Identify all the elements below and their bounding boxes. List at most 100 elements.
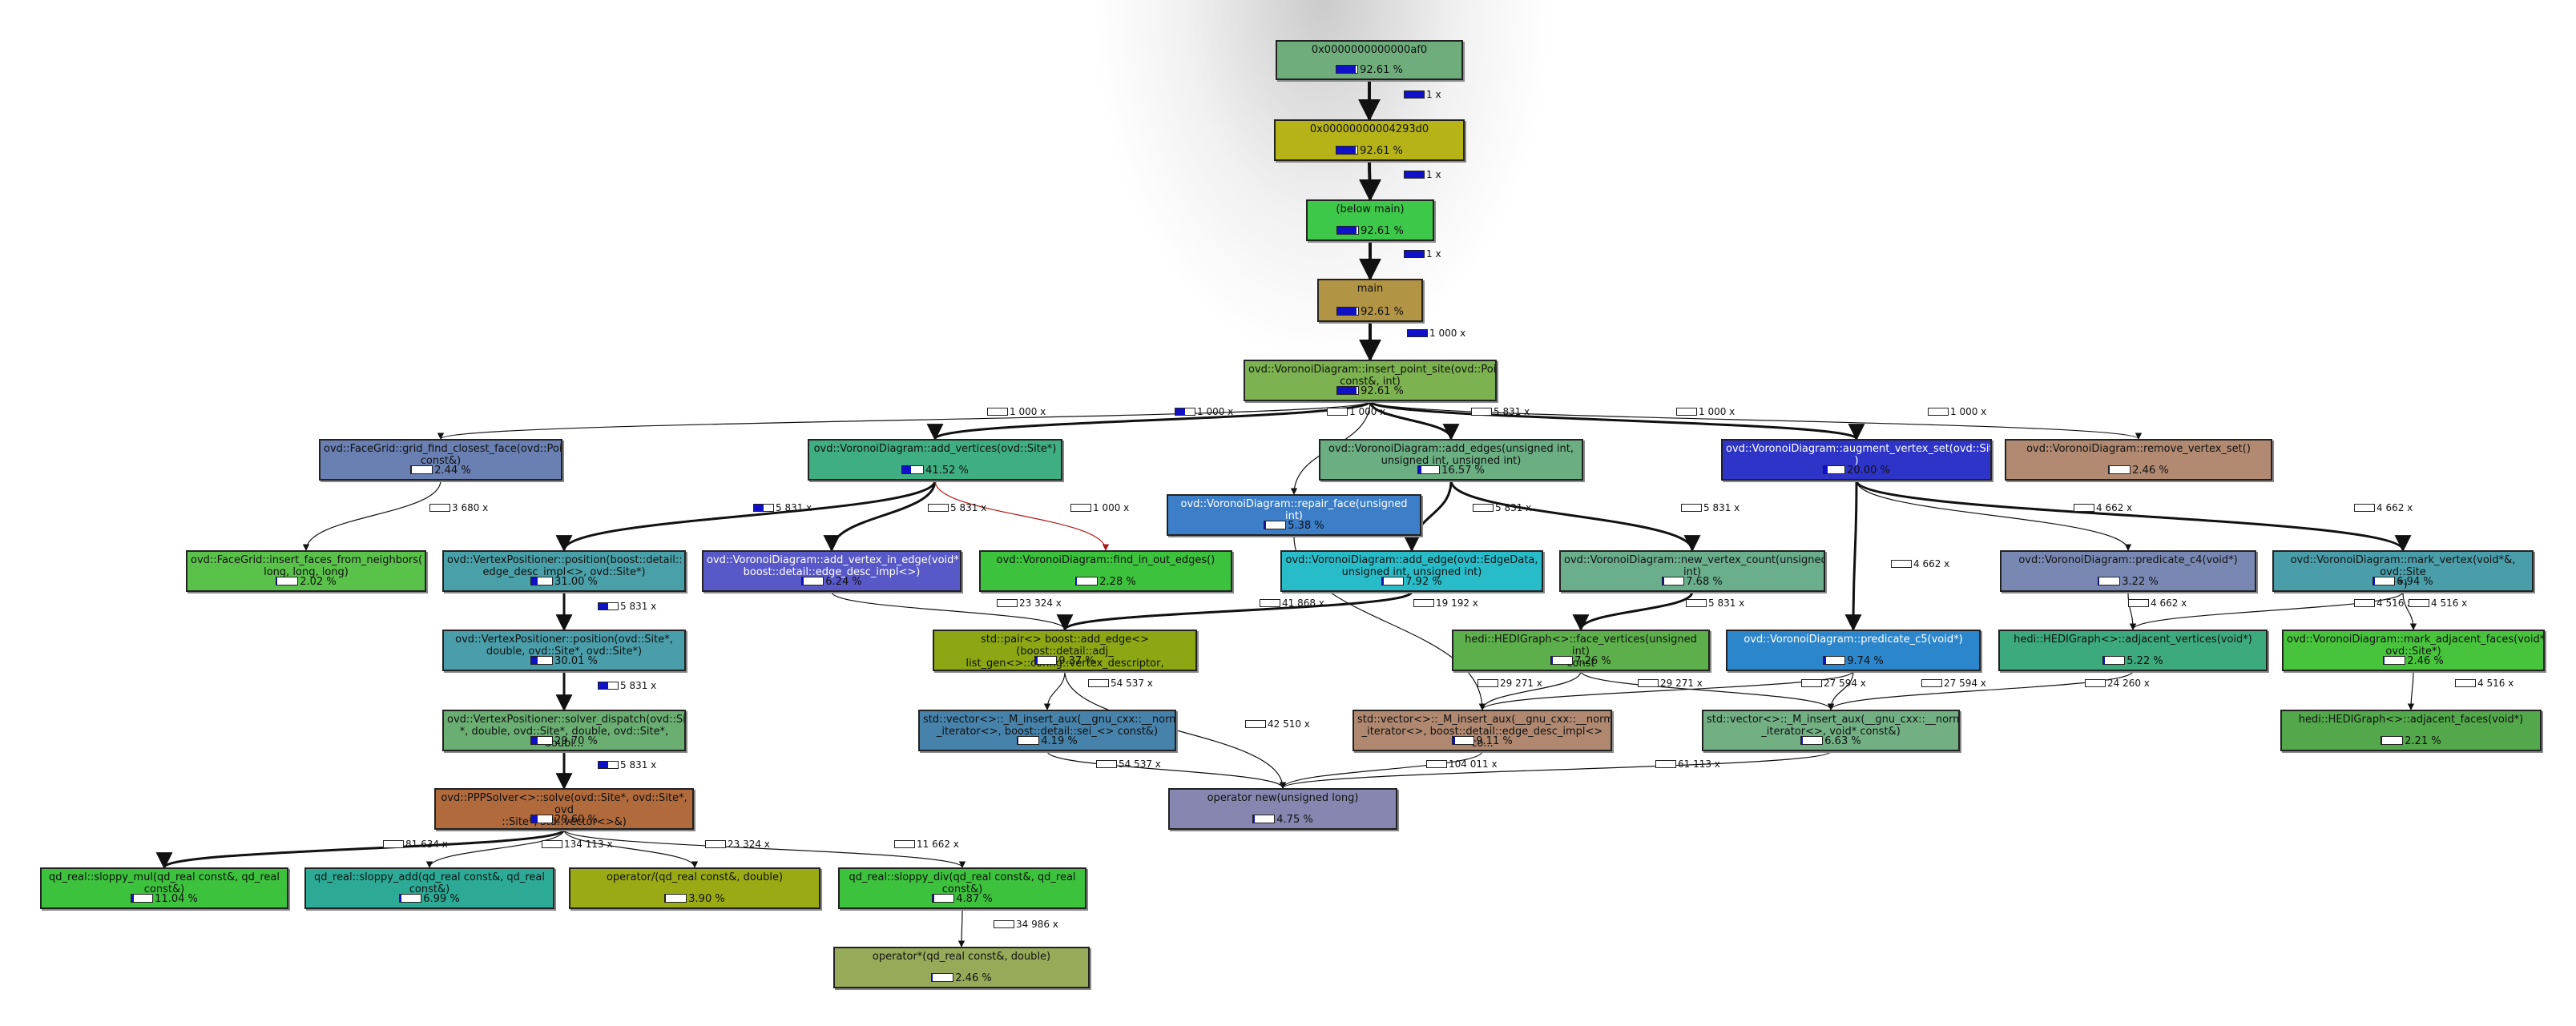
edge-count-text: 134 113 x	[564, 839, 613, 850]
edge-count-text: 4 662 x	[2376, 502, 2413, 513]
call-edge	[1043, 670, 1066, 710]
node-operator-new[interactable]: operator new(unsigned long)4.75 %	[1168, 788, 1397, 830]
node-sloppy-div[interactable]: qd_real::sloppy_div(qd_real const&, qd_r…	[838, 867, 1086, 909]
edge-count-text: 5 831 x	[1703, 502, 1740, 513]
node-insert-aux-edge[interactable]: std::vector<>::_M_insert_aux(__gnu_cxx::…	[1353, 710, 1612, 751]
node-add-edges[interactable]: ovd::VoronoiDiagram::add_edges(unsigned …	[1319, 439, 1583, 481]
edge-count-text: 5 831 x	[950, 502, 987, 513]
edge-count-text: 104 011 x	[1449, 758, 1498, 770]
node-vp-position-edge[interactable]: ovd::VertexPositioner::position(boost::d…	[442, 550, 686, 592]
node-face-vertices[interactable]: hedi::HEDIGraph<>::face_vertices(unsigne…	[1452, 630, 1710, 671]
call-edge	[155, 828, 566, 870]
node-solver-dispatch[interactable]: ovd::VertexPositioner::solver_dispatch(o…	[442, 710, 686, 751]
cost-bar-icon	[410, 465, 433, 474]
node-repair-face[interactable]: ovd::VoronoiDiagram::repair_face(unsigne…	[1167, 494, 1421, 536]
call-bar-icon	[1413, 598, 1434, 607]
call-bar-icon	[542, 839, 562, 848]
node-function-name: qd_real::sloppy_mul(qd_real const&, qd_r…	[48, 871, 280, 895]
edge-call-count: 34 986 x	[994, 919, 1058, 930]
cost-bar-icon	[1252, 815, 1276, 823]
cost-bar-icon	[530, 656, 554, 665]
call-edge	[1580, 670, 1835, 710]
call-edge	[1478, 670, 1854, 710]
node-predicate-c5[interactable]: ovd::VoronoiDiagram::predicate_c5(void*)…	[1726, 630, 1981, 671]
node-sloppy-add[interactable]: qd_real::sloppy_add(qd_real const&, qd_r…	[304, 867, 554, 909]
edge-call-count: 1 x	[1404, 248, 1441, 260]
node-mark-adjacent-faces[interactable]: ovd::VoronoiDiagram::mark_adjacent_faces…	[2282, 630, 2545, 671]
node-cost-percent: 6.63 %	[1703, 735, 1958, 747]
call-edge	[1449, 480, 1701, 553]
node-insert-aux-sei[interactable]: std::vector<>::_M_insert_aux(__gnu_cxx::…	[918, 710, 1176, 751]
node-cost-percent: 9.37 %	[934, 655, 1195, 667]
node-percent-text: 2.46 %	[2132, 465, 2169, 477]
node-add-vertices[interactable]: ovd::VoronoiDiagram::add_vertices(ovd::S…	[808, 439, 1062, 481]
edge-count-text: 1 000 x	[1429, 328, 1466, 339]
node-below-main[interactable]: (below main)92.61 %	[1306, 199, 1434, 241]
cost-bar-icon	[932, 894, 955, 903]
node-cost-percent: 9.11 %	[1354, 735, 1611, 747]
node-cost-percent: 92.61 %	[1308, 225, 1433, 237]
node-operator-f[interactable]: operator/(qd_real const&, double)3.90 %	[569, 867, 820, 909]
edge-count-text: 23 324 x	[728, 839, 770, 850]
edge-call-count: 5 831 x	[1681, 502, 1740, 513]
node-adjacent-vertices[interactable]: hedi::HEDIGraph<>::adjacent_vertices(voi…	[1998, 630, 2268, 671]
node-insert-point-site[interactable]: ovd::VoronoiDiagram::insert_point_site(o…	[1244, 360, 1497, 401]
edge-count-text: 81 634 x	[405, 839, 448, 850]
node-cost-percent: 2.46 %	[2284, 655, 2543, 667]
cost-bar-icon	[1336, 307, 1360, 316]
node-new-vertex-count[interactable]: ovd::VoronoiDiagram::new_vertex_count(un…	[1559, 550, 1825, 592]
call-bar-icon	[1404, 249, 1425, 258]
cost-bar-icon	[530, 815, 554, 823]
node-cost-percent: 92.61 %	[1276, 145, 1463, 157]
edge-call-count: 5 831 x	[753, 502, 812, 513]
node-grid-find[interactable]: ovd::FaceGrid::grid_find_closest_face(ov…	[319, 439, 562, 481]
node-augment[interactable]: ovd::VoronoiDiagram::augment_vertex_set(…	[1721, 439, 1992, 481]
edge-call-count: 11 662 x	[894, 839, 959, 850]
node-percent-text: 7.26 %	[1574, 655, 1611, 667]
call-bar-icon	[705, 839, 726, 848]
node-pppsolver[interactable]: ovd::PPPSolver<>::solve(ovd::Site*, ovd:…	[434, 788, 694, 830]
edge-call-count: 54 537 x	[1088, 678, 1153, 689]
edge-call-count: 4 662 x	[2128, 597, 2187, 609]
cost-bar-icon	[2383, 656, 2406, 665]
call-bar-icon	[1801, 678, 1822, 687]
node-predicate-c4[interactable]: ovd::VoronoiDiagram::predicate_c4(void*)…	[2000, 550, 2256, 592]
edge-count-text: 3 680 x	[452, 502, 489, 513]
edge-count-text: 29 271 x	[1660, 678, 1703, 689]
node-add-vertex-in-edge[interactable]: ovd::VoronoiDiagram::add_vertex_in_edge(…	[702, 550, 961, 592]
node-percent-text: 4.19 %	[1041, 735, 1078, 747]
node-percent-text: 29.60 %	[554, 814, 598, 826]
node-add-edge[interactable]: ovd::VoronoiDiagram::add_edge(ovd::EdgeD…	[1280, 550, 1543, 592]
node-find-in-out[interactable]: ovd::VoronoiDiagram::find_in_out_edges()…	[979, 550, 1232, 592]
call-edge	[302, 480, 441, 551]
node-mark-vertex[interactable]: ovd::VoronoiDiagram::mark_vertex(void*&,…	[2272, 550, 2534, 592]
cost-bar-icon	[664, 894, 687, 903]
node-sloppy-mul[interactable]: qd_real::sloppy_mul(qd_real const&, qd_r…	[40, 867, 288, 909]
cost-bar-icon	[1264, 521, 1287, 529]
node-operator-mul[interactable]: operator*(qd_real const&, double)2.46 %	[833, 947, 1090, 988]
node-insert-aux-void[interactable]: std::vector<>::_M_insert_aux(__gnu_cxx::…	[1702, 710, 1960, 751]
node-percent-text: 11.04 %	[155, 893, 198, 905]
node-function-name: ovd::VoronoiDiagram::predicate_c4(void*)	[2018, 554, 2238, 566]
node-remove-vertex[interactable]: ovd::VoronoiDiagram::remove_vertex_set()…	[2005, 439, 2272, 481]
node-percent-text: 29.70 %	[554, 735, 598, 747]
call-edge	[1369, 400, 1865, 441]
node-boost-add-edge[interactable]: std::pair<> boost::add_edge<>(boost::det…	[933, 630, 1197, 671]
node-function-name: ovd::VoronoiDiagram::insert_point_site(o…	[1248, 364, 1497, 388]
node-vp-position-site[interactable]: ovd::VertexPositioner::position(ovd::Sit…	[442, 630, 686, 671]
edge-count-text: 5 831 x	[1708, 597, 1745, 609]
node-insert-faces[interactable]: ovd::FaceGrid::insert_faces_from_neighbo…	[186, 550, 426, 592]
node-adjacent-faces[interactable]: hedi::HEDIGraph<>::adjacent_faces(void*)…	[2280, 710, 2542, 751]
edge-call-count: 3 680 x	[429, 502, 488, 513]
node-cost-percent: 7.68 %	[1561, 576, 1824, 588]
node-function-name: hedi::HEDIGraph<>::adjacent_vertices(voi…	[2014, 634, 2252, 646]
node-function-name: ovd::PPPSolver<>::solve(ovd::Site*, ovd:…	[441, 792, 687, 828]
cost-bar-icon	[2102, 656, 2126, 665]
cost-bar-icon	[1823, 465, 1846, 474]
node-function-name: ovd::VertexPositioner::position(ovd::Sit…	[455, 634, 673, 658]
call-bar-icon	[1676, 407, 1697, 416]
